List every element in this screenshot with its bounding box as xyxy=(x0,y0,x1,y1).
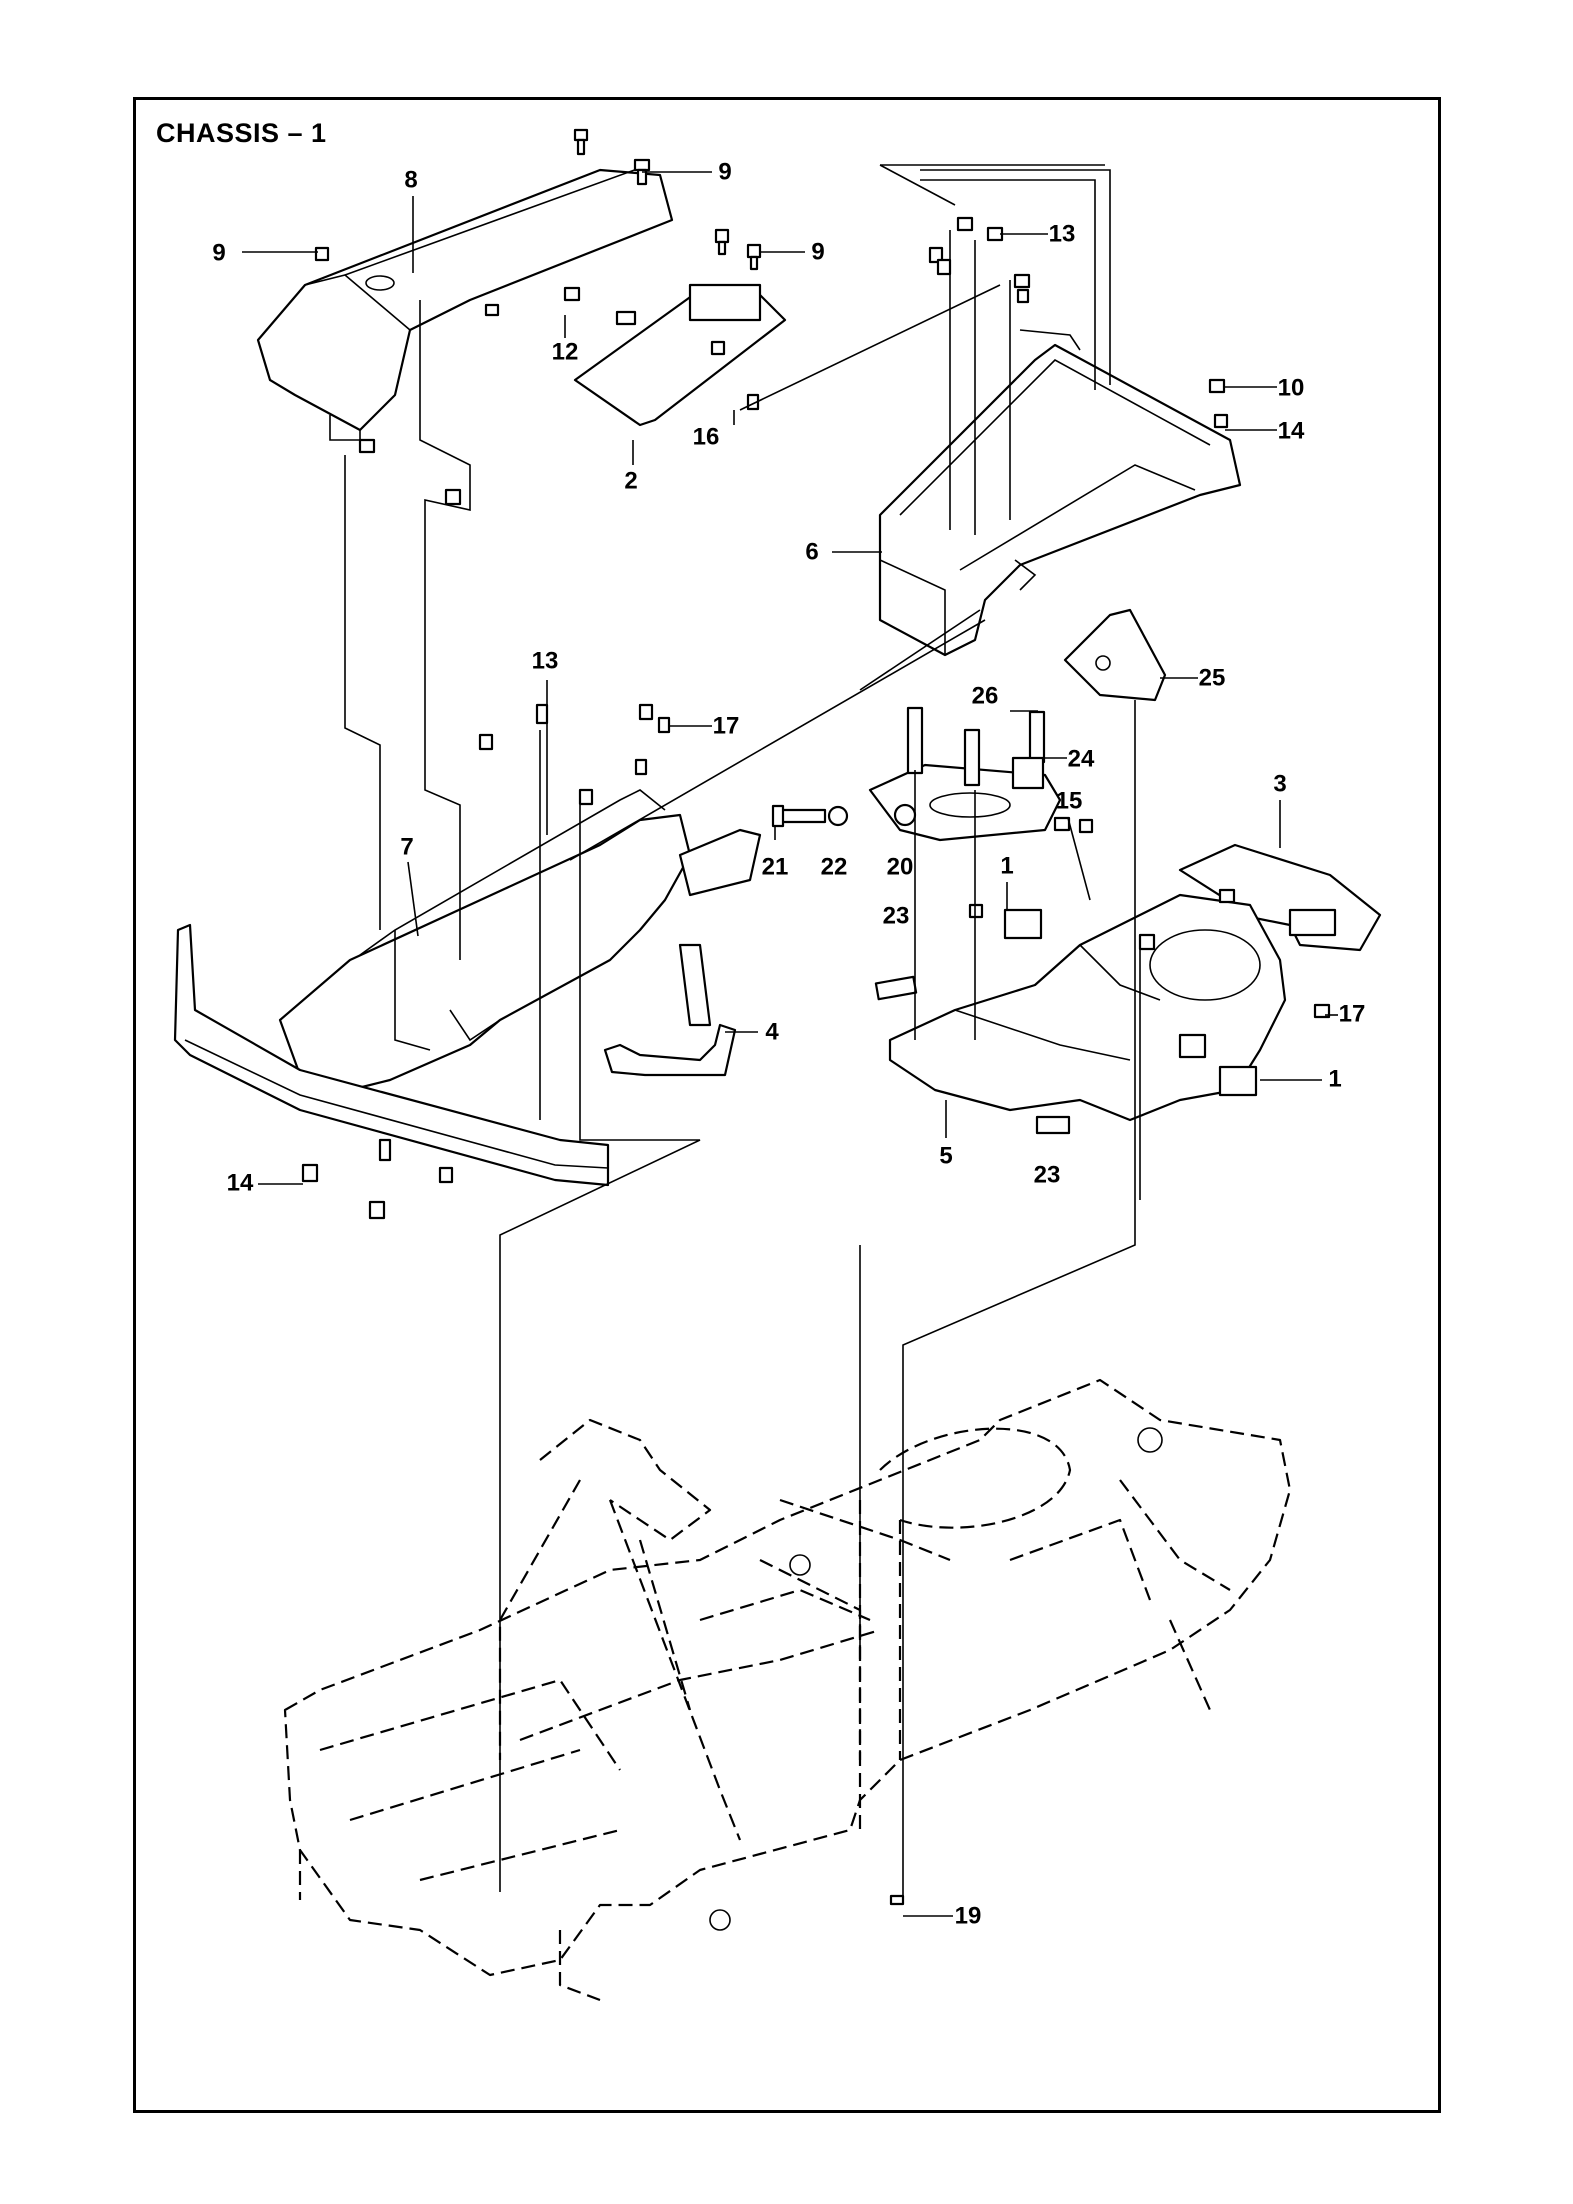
callout-20: 20 xyxy=(887,853,914,880)
callout-14: 14 xyxy=(1278,417,1305,444)
callout-14: 14 xyxy=(227,1169,254,1196)
callout-24: 24 xyxy=(1068,745,1095,772)
callout-6: 6 xyxy=(805,538,818,565)
callout-15: 15 xyxy=(1056,787,1083,814)
callout-13: 13 xyxy=(532,647,559,674)
callout-9: 9 xyxy=(212,239,225,266)
callout-9: 9 xyxy=(811,238,824,265)
front-bumper xyxy=(173,923,610,1187)
part-6-rear-frame xyxy=(878,329,1242,657)
part-8-cover xyxy=(256,167,674,441)
part-5-floor-pan xyxy=(888,893,1287,1122)
callout-5: 5 xyxy=(939,1142,952,1169)
part-7-front-frame xyxy=(278,789,762,1092)
callout-22: 22 xyxy=(821,853,848,880)
callout-4: 4 xyxy=(765,1018,779,1045)
assembly-lines xyxy=(344,164,1141,1900)
callout-23: 23 xyxy=(883,902,910,929)
callout-3: 3 xyxy=(1273,770,1286,797)
callout-19: 19 xyxy=(955,1902,982,1929)
part-2-plate xyxy=(573,283,787,427)
diagram-frame xyxy=(133,97,1441,2113)
callout-23: 23 xyxy=(1034,1161,1061,1188)
callout-17: 17 xyxy=(1339,1000,1366,1027)
callout-8: 8 xyxy=(404,166,417,193)
main-chassis-dashed xyxy=(283,1378,1292,2002)
callout-17: 17 xyxy=(713,712,740,739)
callout-1: 1 xyxy=(1000,852,1013,879)
callout-16: 16 xyxy=(693,423,720,450)
callout-25: 25 xyxy=(1199,664,1226,691)
callout-10: 10 xyxy=(1278,374,1305,401)
part-20-mount-plate xyxy=(868,706,1062,842)
callout-2: 2 xyxy=(624,467,637,494)
part-25-bracket xyxy=(1063,608,1167,702)
callout-12: 12 xyxy=(552,338,579,365)
fasteners xyxy=(301,128,1331,1906)
callout-9: 9 xyxy=(718,158,731,185)
diagram-title: CHASSIS – 1 xyxy=(156,118,327,148)
part-4-bracket xyxy=(603,943,737,1077)
callout-21: 21 xyxy=(762,853,789,880)
callout-26: 26 xyxy=(972,682,999,709)
callout-13: 13 xyxy=(1049,220,1076,247)
callout-7: 7 xyxy=(400,833,413,860)
part-21-22-bolt xyxy=(771,804,849,828)
callout-1: 1 xyxy=(1328,1065,1341,1092)
leader-lines xyxy=(242,171,1338,1917)
